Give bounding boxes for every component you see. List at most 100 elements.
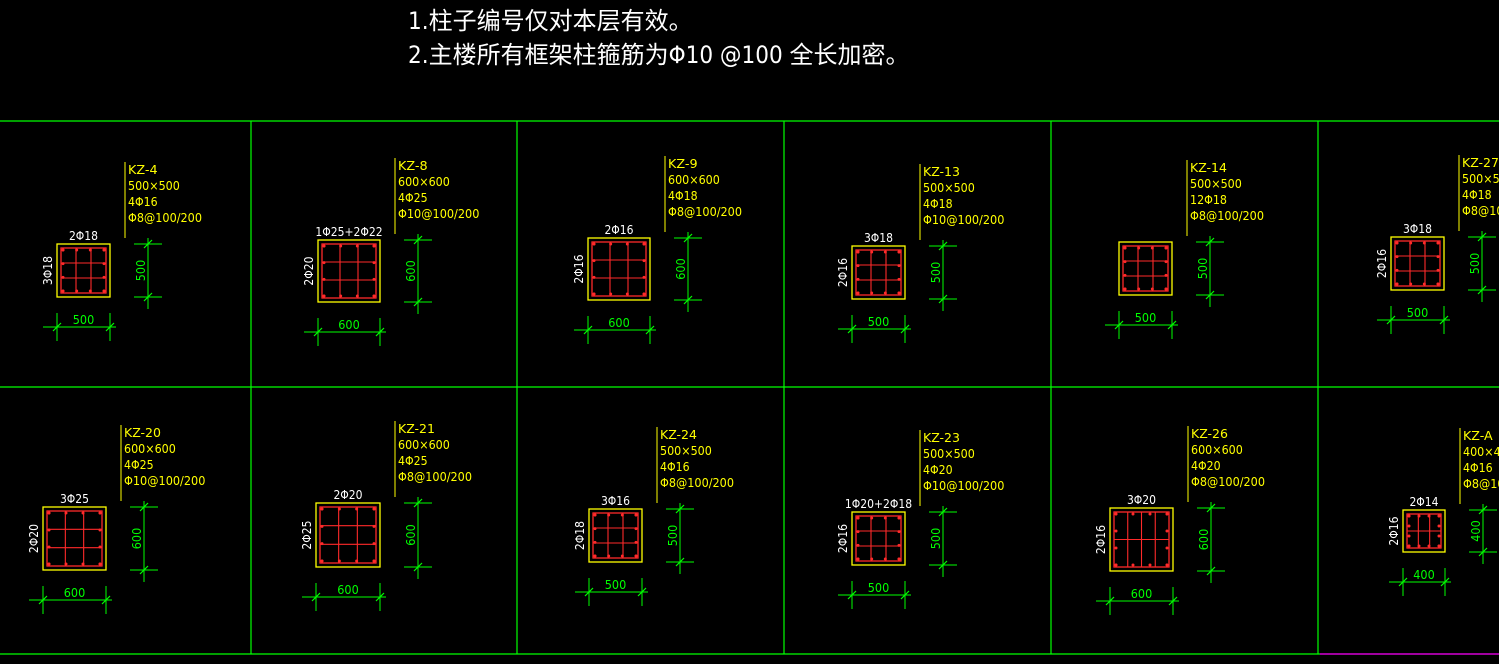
column-size: 500×500	[923, 446, 975, 461]
rebar-dot	[355, 507, 359, 511]
dimension-tick	[143, 239, 153, 249]
rebar-dot	[883, 291, 887, 295]
rebar-dot	[1165, 563, 1169, 567]
dimension-tick	[938, 294, 948, 304]
section-outline	[1109, 507, 1174, 572]
rebar-dot	[897, 543, 901, 547]
section-outline	[587, 237, 651, 301]
note-line-1: 1.柱子编号仅对本层有效。	[408, 7, 693, 35]
rebar-dot	[883, 557, 887, 561]
width-dimension-label: 500	[868, 580, 889, 595]
rebar-dot	[897, 250, 901, 254]
top-bars-label: 1Φ20+2Φ18	[845, 497, 912, 511]
dimension-tick	[1439, 315, 1449, 325]
stirrup	[319, 506, 377, 564]
rebar-dot	[897, 557, 901, 561]
top-bars-label: 1Φ25+2Φ22	[315, 225, 382, 239]
column-main-bars: 4Φ18	[923, 196, 953, 211]
note-line-2: 2.主楼所有框架柱箍筋为Φ10 @100 全长加密。	[408, 41, 910, 69]
rebar-dot	[642, 259, 646, 263]
rebar-dot	[102, 275, 106, 279]
rebar-dot	[1114, 563, 1118, 567]
rebar-dot	[1407, 544, 1411, 548]
dimension-tick	[413, 562, 423, 572]
side-bars-label: 2Φ20	[302, 256, 316, 285]
side-bars-label: 2Φ16	[572, 254, 586, 283]
column-stirrup: Φ8@100/200	[668, 204, 742, 219]
column-id: KZ-23	[923, 430, 960, 445]
rebar-dot	[634, 527, 638, 531]
rebar-dot	[1422, 241, 1426, 245]
top-bars-label: 2Φ16	[604, 223, 633, 237]
rebar-dot	[1123, 273, 1127, 277]
rebar-dot	[339, 294, 343, 298]
rebar-dot	[47, 511, 51, 515]
dimension-tick	[143, 292, 153, 302]
column-main-bars: 4Φ16	[660, 459, 690, 474]
rebar-dot	[320, 559, 324, 563]
height-dimension-label: 500	[928, 262, 943, 283]
rebar-dot	[61, 248, 65, 252]
rebar-dot	[1395, 268, 1399, 272]
width-dimension-label: 400	[1413, 567, 1434, 582]
rebar-dot	[870, 291, 874, 295]
rebar-dot	[1165, 546, 1169, 550]
rebar-dot	[355, 559, 359, 563]
section-outline	[317, 239, 381, 303]
rebar-dot	[1114, 546, 1118, 550]
column-stirrup: Φ8@100/200	[1463, 476, 1499, 491]
rebar-dot	[625, 292, 629, 296]
rebar-dot	[320, 542, 324, 546]
rebar-dot	[355, 244, 359, 248]
stirrup	[60, 247, 107, 294]
rebar-dot	[322, 261, 326, 265]
rebar-dot	[625, 242, 629, 246]
rebar-dot	[1114, 529, 1118, 533]
rebar-dot	[634, 540, 638, 544]
width-dimension-label: 600	[608, 315, 629, 330]
rebar-dot	[856, 291, 860, 295]
top-bars-label: 2Φ14	[1409, 495, 1438, 509]
rebar-dot	[1437, 544, 1441, 548]
rebar-dot	[1395, 241, 1399, 245]
column-id: KZ-14	[1190, 160, 1227, 175]
rebar-dot	[372, 261, 376, 265]
column-stirrup: Φ8@100/200	[660, 475, 734, 490]
dimension-tick	[683, 295, 693, 305]
rebar-dot	[88, 289, 92, 293]
height-dimension-label: 600	[129, 528, 144, 549]
rebar-dot	[620, 513, 624, 517]
column-size: 600×600	[124, 441, 176, 456]
dimension-tick	[139, 502, 149, 512]
rebar-dot	[1417, 514, 1421, 518]
column-section-kz-13: KZ-13500×5004Φ18Φ10@100/2003Φ182Φ1650050…	[836, 164, 1004, 343]
rebar-dot	[592, 259, 596, 263]
top-bars-label: 2Φ18	[69, 229, 98, 243]
rebar-dot	[1165, 512, 1169, 516]
rebar-dot	[1123, 260, 1127, 264]
side-bars-label: 2Φ20	[27, 524, 41, 553]
rebar-dot	[81, 511, 85, 515]
column-id: KZ-A	[1463, 428, 1493, 443]
rebar-dot	[620, 554, 624, 558]
dimension-tick	[375, 592, 385, 602]
width-dimension-label: 500	[1135, 310, 1156, 325]
section-outline	[851, 245, 906, 300]
height-dimension-label: 500	[928, 528, 943, 549]
column-stirrup: Φ10@100/200	[923, 478, 1004, 493]
rebar-dot	[102, 289, 106, 293]
rebar-dot	[1437, 524, 1441, 528]
schedule-grid	[0, 120, 1499, 655]
height-dimension-label: 600	[403, 524, 418, 545]
column-main-bars: 12Φ18	[1190, 192, 1227, 207]
top-bars-label: 3Φ20	[1127, 493, 1156, 507]
column-size: 500×500	[923, 180, 975, 195]
rebar-dot	[1164, 287, 1168, 291]
rebar-dot	[592, 275, 596, 279]
dimension-tick	[938, 560, 948, 570]
rebar-dot	[322, 244, 326, 248]
dimension-tick	[1205, 290, 1215, 300]
rebar-dot	[1164, 273, 1168, 277]
height-dimension-label: 600	[673, 258, 688, 279]
